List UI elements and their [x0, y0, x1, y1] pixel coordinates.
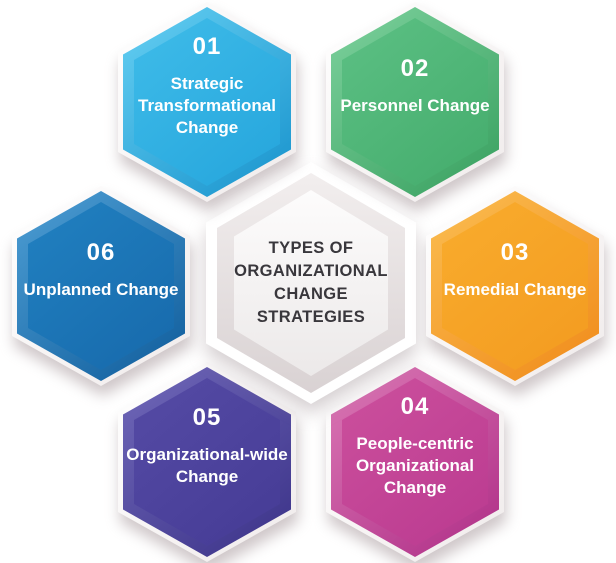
hexagon-number: 05 — [192, 403, 222, 431]
hexagon-item-05: 05 Organizational-wide Change — [118, 362, 296, 562]
hexagon-item-01: 01 Strategic Transformational Change — [118, 2, 296, 202]
hexagon-number: 06 — [86, 238, 116, 266]
hexagon-content: 04 People-centric Organizational Change — [326, 362, 504, 562]
hexagon-content: 01 Strategic Transformational Change — [118, 2, 296, 202]
hexagon-ring: 03 Remedial Change — [426, 186, 604, 386]
hexagon-label: Unplanned Change — [23, 279, 179, 299]
hexagon-number: 04 — [400, 392, 430, 420]
hexagon-item-03: 03 Remedial Change — [426, 186, 604, 386]
hexagon-number: 01 — [192, 32, 222, 60]
hexagon-label: Organizational-wide Change — [126, 444, 288, 486]
hexagon-content: 06 Unplanned Change — [12, 186, 190, 386]
hexagon-label: Remedial Change — [443, 279, 587, 299]
hexagon-label: Strategic Transformational Change — [138, 73, 276, 138]
hexagon-ring: 04 People-centric Organizational Change — [326, 362, 504, 562]
hexagon-ring: 01 Strategic Transformational Change — [118, 2, 296, 202]
hexagon-ring: 06 Unplanned Change — [12, 186, 190, 386]
hexagon-content: 02 Personnel Change — [326, 2, 504, 202]
center-content: TYPES OF ORGANIZATIONAL CHANGE STRATEGIE… — [206, 162, 416, 404]
hexagon-ring: 02 Personnel Change — [326, 2, 504, 202]
hexagon-item-04: 04 People-centric Organizational Change — [326, 362, 504, 562]
hexagon-inner-bevel — [342, 378, 488, 546]
hexagon-number: 03 — [500, 238, 530, 266]
hexagon-item-06: 06 Unplanned Change — [12, 186, 190, 386]
center-hexagon: TYPES OF ORGANIZATIONAL CHANGE STRATEGIE… — [206, 162, 416, 404]
hexagon-content: 05 Organizational-wide Change — [118, 362, 296, 562]
hexagon-inner-bevel — [342, 18, 488, 186]
center-hexagon-ring: TYPES OF ORGANIZATIONAL CHANGE STRATEGIE… — [206, 162, 416, 404]
hexagon-label: People-centric Organizational Change — [355, 433, 475, 498]
hexagon-label: Personnel Change — [340, 95, 490, 115]
hexagon-number: 02 — [400, 54, 430, 82]
hexagon-content: 03 Remedial Change — [426, 186, 604, 386]
hexagon-item-02: 02 Personnel Change — [326, 2, 504, 202]
diagram-title: TYPES OF ORGANIZATIONAL CHANGE STRATEGIE… — [234, 238, 388, 327]
